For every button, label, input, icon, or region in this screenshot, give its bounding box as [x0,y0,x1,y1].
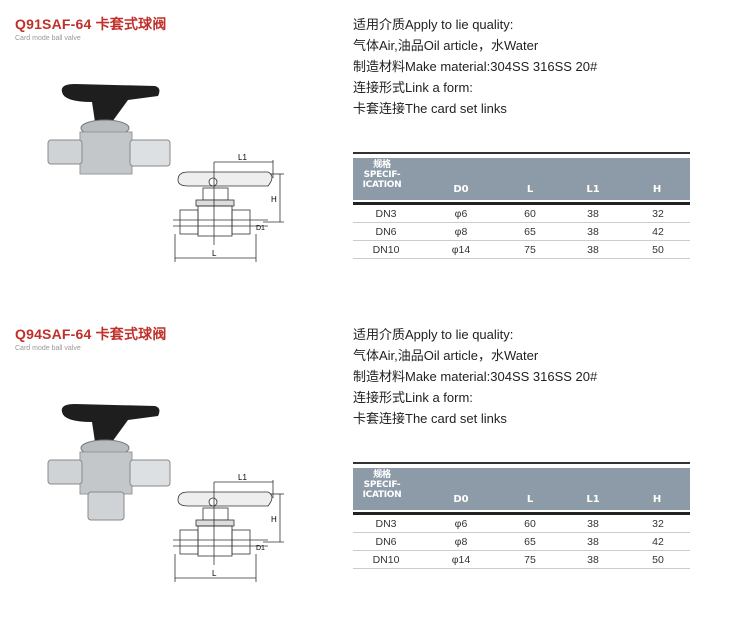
table-cell: DN10 [372,244,400,256]
product-section: Q91SAF-64 卡套式球阀 Card mode ball valve L1 … [0,0,740,310]
col-header-l: L [526,494,534,505]
table-cell: φ6 [454,208,468,220]
table-cell: 50 [652,554,664,566]
spec-table: 规格 SPECIF- ICATION D0 L L1 H DN3 φ6 60 38 32… [353,462,690,569]
product-info: 适用介质Apply to lie quality: 气体Air,油品Oil ar… [353,324,597,429]
spec-header: 规格 SPECIF- ICATION [357,160,407,190]
info-line: 制造材料Make material:304SS 316SS 20# [353,59,598,74]
col-header-l1: L1 [586,184,600,195]
table-header: 规格 SPECIF- ICATION D0 L L1 H [353,468,690,510]
valve-dimension-drawing: L1 H D1 L [173,473,284,582]
spec-header-en2: ICATION [362,490,402,500]
col-header-h: H [652,184,662,195]
dim-label-l: L [212,249,217,258]
table-cell: 32 [652,208,664,220]
valve-dimension-drawing: L1 H D1 L [173,153,284,262]
product-subtitle: Card mode ball valve [15,345,81,352]
table-cell: 38 [587,536,599,548]
spec-table: 规格 SPECIF- ICATION D0 L L1 H DN3 φ6 60 38 32… [353,152,690,259]
info-line: 适用介质Apply to lie quality: [353,17,514,32]
info-line: 制造材料Make material:304SS 316SS 20# [353,369,598,384]
col-header-d0: D0 [453,494,469,505]
valve-photo [47,84,171,175]
table-row: DN6 φ8 65 38 42 [353,223,690,241]
table-cell: 42 [652,226,664,238]
table-cell: φ8 [454,226,468,238]
table-row: DN10 φ14 75 38 50 [353,241,690,259]
table-cell: 38 [587,554,599,566]
valve-photo [47,404,171,521]
table-cell: DN3 [375,208,397,220]
spec-header-en1: SPECIF- [363,170,401,180]
col-header-h: H [652,494,662,505]
table-cell: DN6 [375,226,397,238]
table-cell: 65 [524,226,536,238]
dim-label-d: D1 [256,545,265,552]
divider [353,462,690,464]
table-cell: DN6 [375,536,397,548]
table-cell: φ8 [454,536,468,548]
table-cell: 50 [652,244,664,256]
info-line: 气体Air,油品Oil article，水Water [353,348,539,363]
dim-label-l: L [212,569,217,578]
dim-label-l1: L1 [238,473,247,482]
table-cell: DN3 [375,518,397,530]
info-line: 卡套连接The card set links [353,101,507,116]
col-header-l: L [526,184,534,195]
spec-header-cn: 规格 [373,160,391,170]
dim-label-l1: L1 [238,153,247,162]
table-cell: 38 [587,226,599,238]
spec-header: 规格 SPECIF- ICATION [357,470,407,500]
dim-label-d: D1 [256,225,265,232]
table-cell: 60 [524,518,536,530]
spec-header-cn: 规格 [373,470,391,480]
col-header-l1: L1 [586,494,600,505]
divider [353,202,690,205]
table-cell: 32 [652,518,664,530]
dim-label-h: H [271,515,277,524]
table-row: DN6 φ8 65 38 42 [353,533,690,551]
table-cell: 38 [587,518,599,530]
spec-header-en1: SPECIF- [363,480,401,490]
table-cell: 42 [652,536,664,548]
product-title: Q94SAF-64 卡套式球阀 [15,326,167,342]
table-header: 规格 SPECIF- ICATION D0 L L1 H [353,158,690,200]
info-line: 连接形式Link a form: [353,80,473,95]
divider [353,152,690,154]
table-cell: 38 [587,208,599,220]
product-subtitle: Card mode ball valve [15,35,81,42]
product-info: 适用介质Apply to lie quality: 气体Air,油品Oil ar… [353,14,597,119]
table-row: DN3 φ6 60 38 32 [353,205,690,223]
info-line: 卡套连接The card set links [353,411,507,426]
dim-label-h: H [271,195,277,204]
table-cell: 60 [524,208,536,220]
table-cell: φ14 [451,244,471,256]
table-cell: 75 [524,554,536,566]
table-cell: DN10 [372,554,400,566]
product-section: Q94SAF-64 卡套式球阀 Card mode ball valve L1 … [0,310,740,620]
table-cell: φ6 [454,518,468,530]
table-row: DN3 φ6 60 38 32 [353,515,690,533]
info-line: 连接形式Link a form: [353,390,473,405]
table-cell: 65 [524,536,536,548]
table-row: DN10 φ14 75 38 50 [353,551,690,569]
table-cell: 75 [524,244,536,256]
col-header-d0: D0 [453,184,469,195]
product-title: Q91SAF-64 卡套式球阀 [15,16,167,32]
table-cell: φ14 [451,554,471,566]
info-line: 气体Air,油品Oil article，水Water [353,38,539,53]
info-line: 适用介质Apply to lie quality: [353,327,514,342]
divider [353,512,690,515]
spec-header-en2: ICATION [362,180,402,190]
table-cell: 38 [587,244,599,256]
